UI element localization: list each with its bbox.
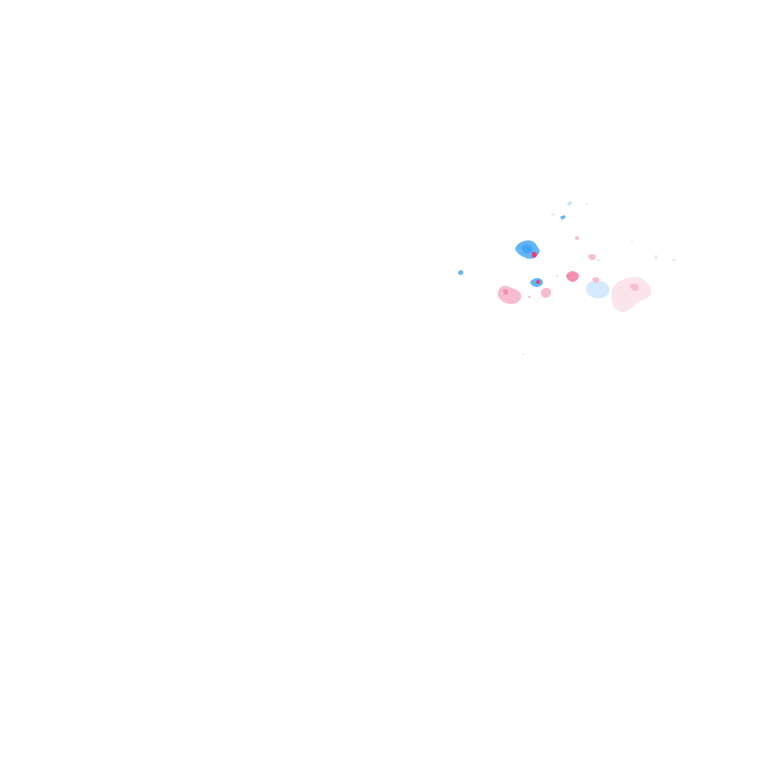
rain-echo: [551, 213, 555, 216]
rain-echo: [586, 203, 588, 205]
rain-echo: [458, 270, 464, 275]
mix-area: [503, 289, 509, 295]
rain-echo: [560, 215, 566, 220]
mix-area: [540, 287, 552, 298]
mix-echo: [631, 240, 634, 243]
mix-area: [497, 285, 522, 304]
mix-cell-core: [536, 280, 541, 284]
mix-area: [592, 277, 600, 283]
mix-area: [611, 276, 651, 312]
mix-echo: [672, 258, 676, 262]
mix-echo: [597, 258, 600, 262]
mix-area: [630, 283, 639, 291]
mix-echo: [556, 274, 559, 277]
mix-echo: [575, 236, 579, 240]
rain-area: [585, 280, 610, 299]
mix-area: [566, 271, 579, 282]
mix-cell-core: [531, 251, 537, 258]
mix-echo: [588, 254, 596, 261]
mix-echo: [528, 295, 531, 298]
mix-echo: [654, 255, 658, 260]
rain-cell-core: [521, 244, 533, 254]
rain-echo: [567, 201, 572, 206]
rain-echo: [522, 354, 524, 355]
